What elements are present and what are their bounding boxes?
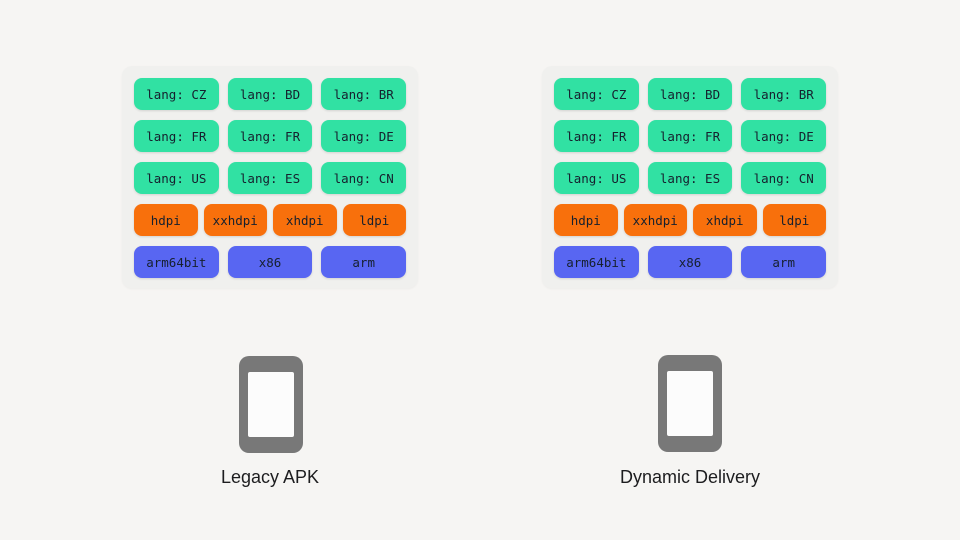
chip-lang-us: lang: US	[134, 162, 219, 194]
chip-lang-fr: lang: FR	[554, 120, 639, 152]
chip-x86: x86	[227, 246, 313, 278]
language-chip-row: lang: FR lang: FR lang: DE	[554, 120, 827, 152]
abi-chip-row: arm64bit x86 arm	[134, 246, 407, 278]
chip-lang-cn: lang: CN	[321, 162, 407, 194]
chip-lang-br: lang: BR	[321, 78, 407, 110]
chip-lang-cn: lang: CN	[741, 162, 827, 194]
phone-icon	[658, 355, 722, 452]
chip-lang-cz: lang: CZ	[134, 78, 219, 110]
chip-lang-us: lang: US	[554, 162, 639, 194]
density-chip-row: hdpi xxhdpi xhdpi ldpi	[554, 204, 826, 236]
chip-lang-de: lang: DE	[321, 120, 407, 152]
chip-x86: x86	[647, 246, 733, 278]
chip-hdpi: hdpi	[134, 204, 198, 236]
chip-ldpi: ldpi	[342, 204, 406, 236]
abi-chip-row: arm64bit x86 arm	[554, 246, 827, 278]
phone-icon	[239, 356, 303, 453]
language-chip-row: lang: FR lang: FR lang: DE	[134, 120, 407, 152]
chip-hdpi: hdpi	[554, 204, 618, 236]
legacy-apk-config-card: lang: CZ lang: BD lang: BR lang: FR lang…	[122, 66, 418, 288]
language-chip-row: lang: US lang: ES lang: CN	[134, 162, 407, 194]
chip-lang-de: lang: DE	[741, 120, 827, 152]
chip-lang-fr: lang: FR	[647, 120, 733, 152]
density-chip-row: hdpi xxhdpi xhdpi ldpi	[134, 204, 406, 236]
chip-arm64bit: arm64bit	[134, 246, 219, 278]
chip-lang-bd: lang: BD	[647, 78, 733, 110]
phone-screen	[667, 371, 713, 436]
chip-lang-es: lang: ES	[647, 162, 733, 194]
chip-lang-es: lang: ES	[227, 162, 313, 194]
dynamic-delivery-label: Dynamic Delivery	[619, 467, 761, 487]
chip-ldpi: ldpi	[762, 204, 826, 236]
chip-arm64bit: arm64bit	[554, 246, 639, 278]
language-chip-row: lang: CZ lang: BD lang: BR	[134, 78, 407, 110]
chip-lang-br: lang: BR	[741, 78, 827, 110]
legacy-apk-label: Legacy APK	[220, 467, 320, 487]
dynamic-delivery-config-card: lang: CZ lang: BD lang: BR lang: FR lang…	[542, 66, 838, 288]
chip-xhdpi: xhdpi	[273, 204, 337, 236]
chip-lang-fr: lang: FR	[227, 120, 313, 152]
phone-screen	[248, 372, 294, 437]
chip-arm: arm	[321, 246, 407, 278]
chip-lang-cz: lang: CZ	[554, 78, 639, 110]
language-chip-row: lang: US lang: ES lang: CN	[554, 162, 827, 194]
chip-xxhdpi: xxhdpi	[203, 204, 267, 236]
chip-arm: arm	[741, 246, 827, 278]
chip-lang-fr: lang: FR	[134, 120, 219, 152]
chip-xxhdpi: xxhdpi	[623, 204, 687, 236]
chip-xhdpi: xhdpi	[693, 204, 757, 236]
chip-lang-bd: lang: BD	[227, 78, 313, 110]
language-chip-row: lang: CZ lang: BD lang: BR	[554, 78, 827, 110]
